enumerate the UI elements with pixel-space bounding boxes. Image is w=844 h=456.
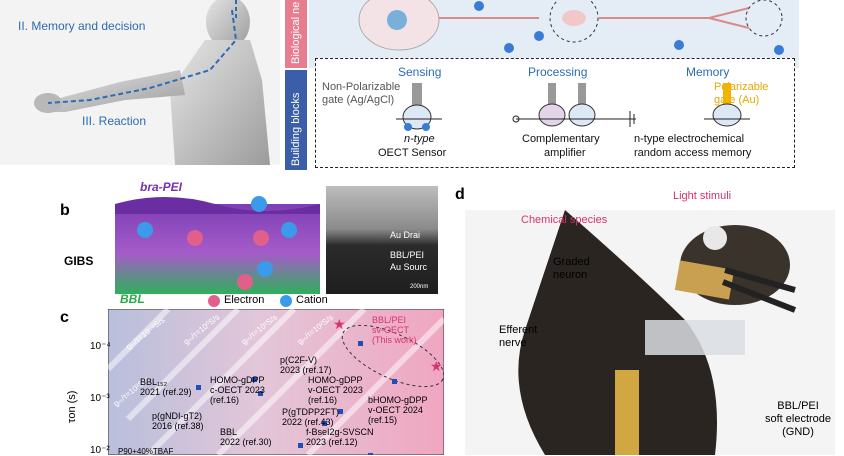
- neuron-chain-illustration: [358, 0, 784, 55]
- this-work-annotation: BBL/PEI sv-OECT (This work): [372, 315, 417, 345]
- point-marker: [358, 341, 363, 346]
- sensing-gate-line1: Non-Polarizable: [322, 81, 401, 93]
- device-symbols: [396, 83, 750, 131]
- data-markers: ★ ★: [196, 316, 443, 455]
- sem-scale-label: 200nm: [410, 284, 429, 290]
- processing-header: Processing: [528, 65, 588, 79]
- bbl-label: BBL: [120, 292, 145, 306]
- reaction-label: III. Reaction: [82, 114, 147, 128]
- electron-legend-label: Electron: [224, 294, 265, 306]
- biological-band: Biological ne: [285, 0, 307, 68]
- chemical-species-label: Chemical species: [521, 214, 608, 226]
- star-marker: ★: [333, 316, 346, 332]
- point-marker: [392, 379, 397, 384]
- annotation-p90: P90+40%TBAF: [118, 447, 174, 456]
- point-marker: [368, 453, 373, 455]
- memory-device-line1: n-type electrochemical: [634, 133, 745, 145]
- ytick-2: 10⁻³: [90, 393, 110, 404]
- ytick-1: 10⁻⁴: [90, 341, 111, 352]
- panel-b: b bra-PEI GIBS BBL Electron Cation Au Dr…: [60, 180, 445, 307]
- gibs-label: GIBS: [64, 254, 94, 268]
- neuro-schematic: Biological ne Building blocks Sensing Pr…: [285, 0, 805, 170]
- cation-legend-icon: [280, 295, 292, 307]
- sensing-gate-line2: gate (Ag/AgCl): [322, 94, 395, 106]
- processing-device-line2: amplifier: [544, 147, 586, 159]
- sem-label-drain: Au Drai: [390, 230, 421, 240]
- sem-label-bbl: BBL/PEI: [390, 250, 425, 260]
- memory-device-line2: random access memory: [634, 147, 752, 159]
- gibs-illustration: [115, 196, 320, 294]
- benchmark-plot: [108, 309, 444, 455]
- biological-network-illustration: [309, 0, 799, 68]
- memory-decision-label: II. Memory and decision: [18, 19, 146, 33]
- annotation-pgtdpp2ft: P(gTDPP2FT)2022 (ref.43): [282, 407, 340, 427]
- sem-label-source: Au Sourc: [390, 262, 428, 272]
- point-marker: [258, 391, 263, 396]
- sensing-header: Sensing: [398, 65, 442, 79]
- point-marker: [322, 421, 327, 426]
- ylabel: τon (s): [66, 390, 78, 423]
- building-blocks-band: Building blocks: [285, 70, 307, 170]
- building-blocks-band-label: Building blocks: [290, 92, 302, 166]
- panel-d-letter: d: [455, 186, 465, 203]
- point-marker: [252, 377, 257, 382]
- mouse-photo: [465, 210, 835, 455]
- ytick-3: 10⁻²: [90, 445, 110, 456]
- point-marker: [298, 443, 303, 448]
- sem-image: Au Drai BBL/PEI Au Sourc 200nm: [326, 186, 438, 294]
- human-figure-illustration: [34, 0, 270, 165]
- point-marker: [338, 409, 343, 414]
- memory-header: Memory: [686, 65, 730, 79]
- point-marker: [196, 385, 201, 390]
- panel-b-letter: b: [60, 202, 70, 219]
- electron-legend-icon: [208, 295, 220, 307]
- annotation-pgndi: p(gNDI-gT2)2016 (ref.38): [152, 411, 204, 431]
- sensing-device-line1: n-type: [404, 133, 435, 145]
- light-stimuli-label: Light stimuli: [673, 190, 732, 202]
- biological-band-label: Biological ne: [290, 1, 302, 64]
- annotation-pc2fv: p(C2F-V)2023 (ref.17): [280, 355, 332, 375]
- cation-legend-label: Cation: [296, 294, 328, 306]
- bra-pei-label: bra-PEI: [140, 180, 183, 194]
- panel-c-letter: c: [60, 309, 69, 326]
- star-marker-2: ★: [430, 358, 443, 374]
- panel-c: c 10⁻⁴ 10⁻³ 10⁻² τon (s) gₘ/τ=10⁻¹S/s gₘ…: [60, 305, 445, 456]
- sensing-device-line2: OECT Sensor: [378, 147, 447, 159]
- building-blocks-box: Sensing Processing Memory Non-Polarizabl…: [315, 58, 795, 168]
- human-figure-panel: II. Memory and decision III. Reaction: [0, 0, 280, 165]
- processing-device-line1: Complementary: [522, 133, 600, 145]
